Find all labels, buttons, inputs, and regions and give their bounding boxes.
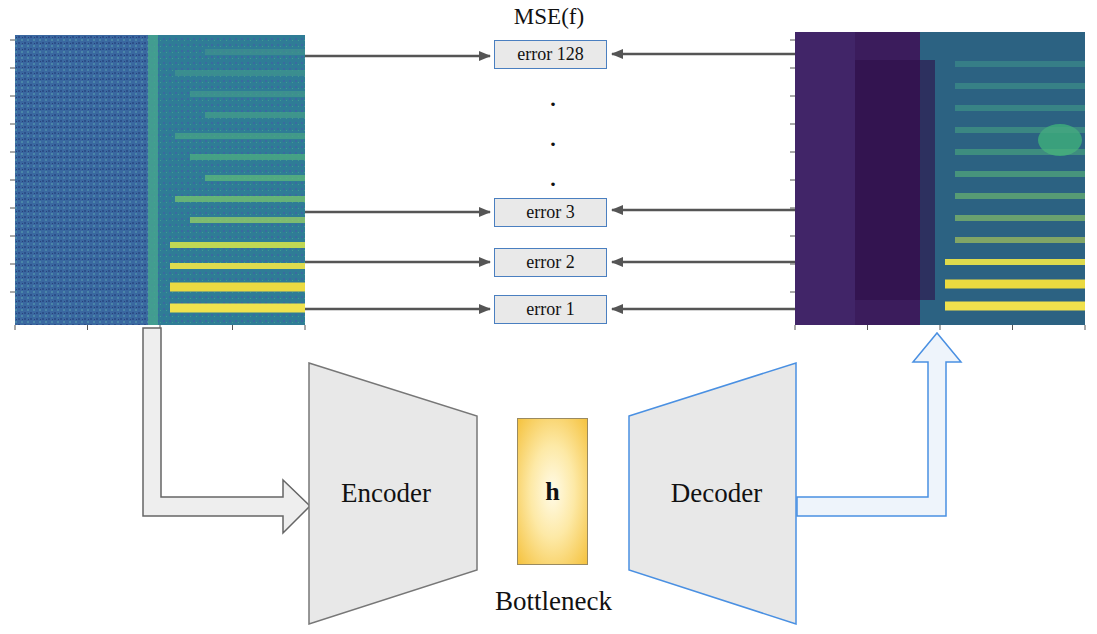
reconstructed-spectrogram bbox=[790, 32, 1085, 330]
ellipsis-dot: . bbox=[550, 126, 556, 152]
block-label: Decoder bbox=[671, 478, 762, 509]
error-box: error 2 bbox=[494, 248, 607, 277]
error-box: error 128 bbox=[494, 40, 607, 69]
block-label: Encoder bbox=[341, 478, 431, 509]
ellipsis-dot: . bbox=[550, 166, 556, 192]
input-spectrogram bbox=[10, 35, 305, 330]
error-box: error 1 bbox=[494, 295, 607, 324]
error-box: error 3 bbox=[494, 198, 607, 227]
ellipsis-dot: . bbox=[550, 86, 556, 112]
bottleneck-label: Bottleneck bbox=[495, 586, 612, 617]
error-label: error 128 bbox=[517, 44, 583, 65]
output-flow-arrow bbox=[797, 333, 961, 516]
input-flow-arrow bbox=[143, 328, 310, 533]
title-label: MSE(f) bbox=[514, 4, 584, 30]
error-label: error 3 bbox=[526, 202, 574, 223]
encoder-block: Encoder bbox=[308, 362, 478, 625]
error-label: error 2 bbox=[526, 252, 574, 273]
latent-symbol: h bbox=[545, 477, 559, 507]
error-arrows bbox=[305, 54, 795, 309]
decoder-block: Decoder bbox=[628, 362, 797, 625]
error-label: error 1 bbox=[526, 299, 574, 320]
bottleneck-box: hBottleneck bbox=[517, 418, 588, 565]
